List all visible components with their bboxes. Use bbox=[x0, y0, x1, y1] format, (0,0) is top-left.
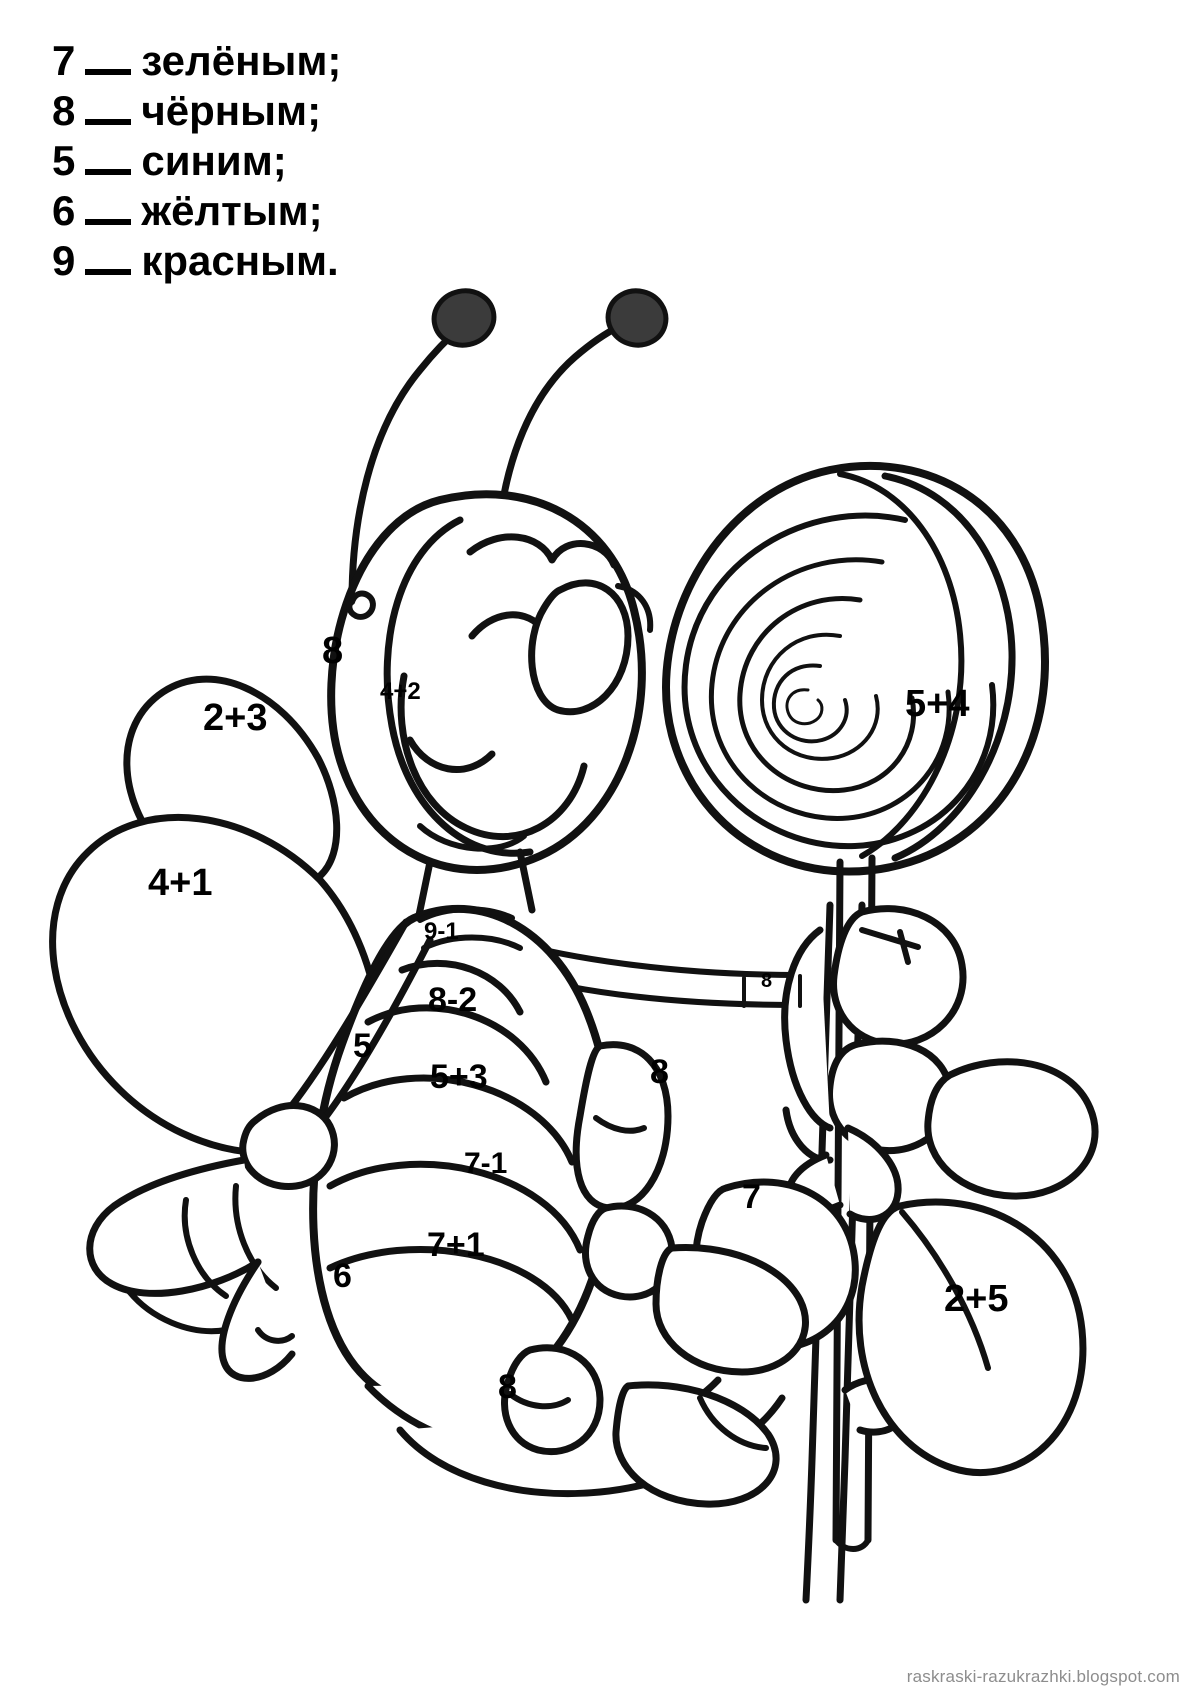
math-label-body-stripe-5: 7+1 bbox=[427, 1226, 485, 1264]
math-label-body-stripe-3: 5+3 bbox=[430, 1058, 488, 1096]
math-label-leg-right: 8 bbox=[650, 1053, 669, 1091]
bee-waist bbox=[417, 906, 523, 951]
math-label-arm-left: 5 bbox=[353, 1027, 372, 1065]
math-label-head-cheek: 8 bbox=[322, 630, 344, 672]
math-label-body-stripe-4: 7-1 bbox=[464, 1147, 508, 1180]
legend-number: 7 bbox=[52, 37, 76, 84]
legend-number: 9 bbox=[52, 237, 76, 284]
legend-color-word: зелёным; bbox=[141, 37, 342, 84]
math-label-body-stripe-1: 9-1 bbox=[424, 918, 459, 945]
legend-dash-icon bbox=[85, 219, 132, 225]
math-label-lollipop-rim: 5+4 bbox=[905, 683, 970, 725]
math-label-leg-lower-left: 6 bbox=[333, 1257, 352, 1295]
legend-dash-icon bbox=[85, 269, 132, 275]
math-label-leaf-small: 7 bbox=[742, 1178, 761, 1216]
color-key-legend: 7 зелёным; 8 чёрным; 5 синим; 6 жёлтым; … bbox=[52, 36, 341, 286]
antenna-left bbox=[348, 288, 497, 604]
flower bbox=[692, 901, 1099, 1604]
math-label-body-stripe-2: 8-2 bbox=[428, 981, 478, 1019]
lollipop bbox=[662, 462, 1049, 1552]
legend-color-word: красным. bbox=[141, 237, 339, 284]
legend-dash-icon bbox=[85, 169, 132, 175]
legend-number: 5 bbox=[52, 137, 76, 184]
legend-color-word: чёрным; bbox=[141, 87, 322, 134]
math-label-wing-lower: 4+1 bbox=[148, 862, 213, 904]
bee-body bbox=[86, 905, 809, 1508]
site-watermark: raskraski-razukrazhki.blogspot.com bbox=[906, 1667, 1180, 1686]
legend-dash-icon bbox=[85, 119, 132, 125]
bee-head bbox=[327, 490, 654, 924]
legend-item: 6 жёлтым; bbox=[52, 186, 341, 236]
legend-dash-icon bbox=[85, 69, 132, 75]
legend-item: 8 чёрным; bbox=[52, 86, 341, 136]
legend-color-word: синим; bbox=[141, 137, 287, 184]
math-label-leaf-big: 2+5 bbox=[944, 1278, 1009, 1320]
legend-item: 7 зелёным; bbox=[52, 36, 341, 86]
legend-number: 8 bbox=[52, 87, 76, 134]
math-label-head-muzzle: 4+2 bbox=[380, 678, 421, 705]
legend-item: 9 красным. bbox=[52, 236, 341, 286]
math-label-lollipop-string: 8 bbox=[761, 970, 773, 992]
legend-item: 5 синим; bbox=[52, 136, 341, 186]
legend-color-word: жёлтым; bbox=[141, 187, 323, 234]
math-label-foot-bottom: 8 bbox=[498, 1368, 517, 1406]
legend-number: 6 bbox=[52, 187, 76, 234]
math-label-wing-upper: 2+3 bbox=[203, 697, 268, 739]
